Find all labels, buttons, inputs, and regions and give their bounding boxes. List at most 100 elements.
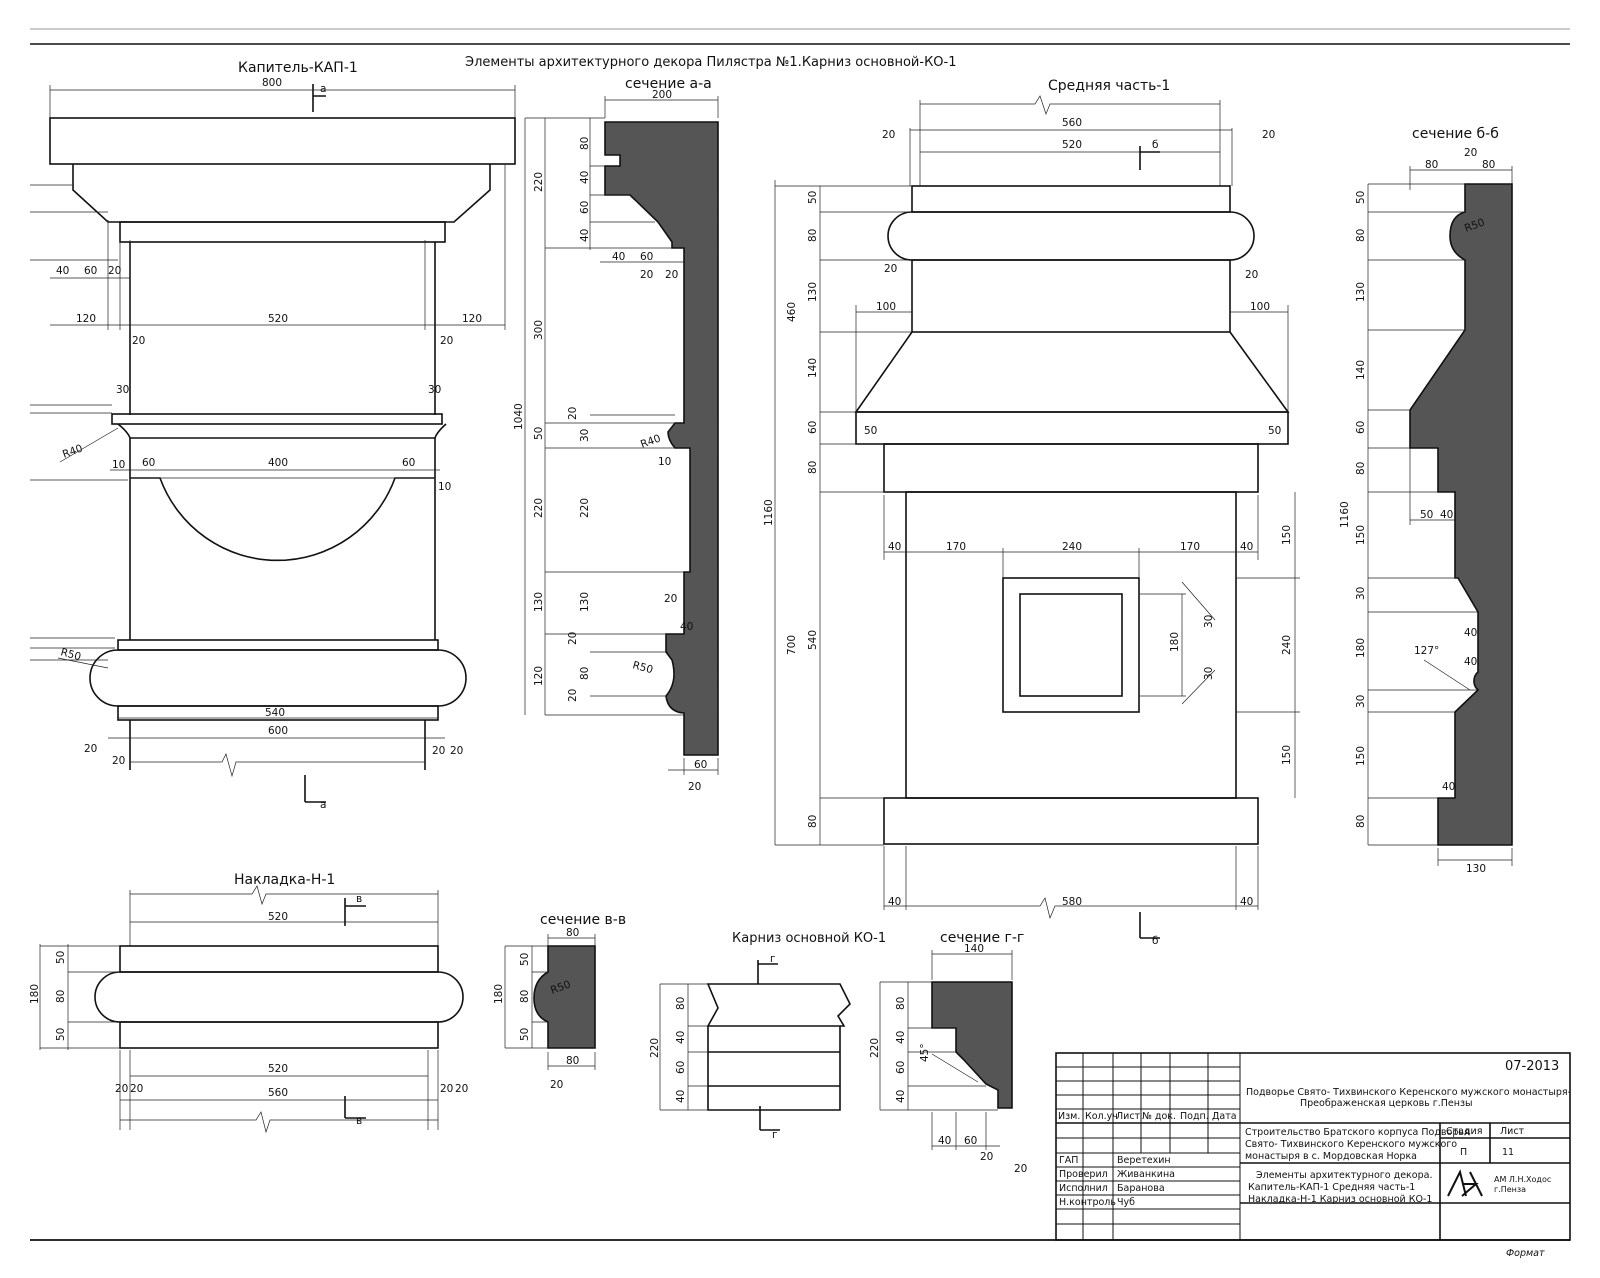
section-vv-dim-v80: 80 [519,990,531,1003]
middle-dim-560: 560 [1062,117,1082,129]
kapitel-dim-10l: 10 [112,459,125,471]
section-aa-dim-i20c: 20 [567,689,579,702]
nakladka-dim-v50a: 50 [55,951,67,964]
nakladka-title: Накладка-Н-1 [234,872,335,888]
kapitel-dim-20l: 20 [132,335,145,347]
section-aa-dim-o220b: 220 [533,498,545,518]
tb-name-2: Баранова [1117,1183,1165,1194]
view-nakladka: Накладка-Н-1 520 в 50 80 50 180 520 20 2… [29,872,468,1134]
org-logo-icon [1447,1169,1483,1197]
karniz-dim-v40a: 40 [675,1031,687,1044]
section-gg-dim-v40b: 40 [895,1090,907,1103]
section-aa-dim-b60: 60 [694,759,707,771]
section-gg-dim-v220: 220 [869,1038,881,1058]
kapitel-dim-r40: R40 [61,442,85,460]
middle-dim-h170r: 170 [1180,541,1200,553]
section-gg-dim-h60: 60 [964,1135,977,1147]
title-block: 07-2013 Подворье Свято- Тихвинского Кере… [1055,1052,1571,1259]
middle-dim-v460: 460 [786,302,798,322]
tb-name-3: Чуб [1117,1197,1135,1208]
kapitel-torus [89,649,467,707]
nakladka-dim-b20d: 20 [455,1083,468,1095]
middle-panel-inner [1019,593,1123,697]
middle-top-band [911,185,1231,213]
tb-hdr-izm: Изм. [1058,1111,1080,1122]
tb-hdr-list: Лист [1116,1111,1141,1122]
section-aa-dim-i30: 30 [579,429,591,442]
section-mark-b-bottom-label: б [1152,935,1158,947]
section-aa-dim-b20: 20 [688,781,701,793]
section-bb-dim-b130: 130 [1466,863,1486,875]
section-gg-dim-a45: 45° [919,1043,931,1062]
tb-sheet-hdr: Лист [1500,1126,1525,1137]
kapitel-dim-40: 40 [56,265,69,277]
kapitel-dim-b20a: 20 [84,743,97,755]
section-mark-a-top-label: а [320,83,326,95]
tb-role-2: Исполнил [1059,1183,1108,1194]
middle-dim-h40r: 40 [1240,541,1253,553]
tb-drawing-l2: Капитель-КАП-1 Средняя часть-1 [1248,1182,1415,1193]
middle-dim-r150a: 150 [1281,525,1293,545]
middle-dim-i30a: 30 [1203,615,1215,628]
kapitel-plinth [117,705,439,721]
karniz-title: Карниз основной КО-1 [732,931,886,946]
tb-object-l2: Свято- Тихвинского Керенского мужского [1245,1139,1457,1150]
section-aa-dim-v40a: 40 [579,171,591,184]
nakladka-dim-v180: 180 [29,984,41,1004]
section-mark-a-top [312,84,326,112]
tb-role-0: ГАП [1059,1155,1078,1166]
tb-code: 07-2013 [1505,1059,1559,1074]
section-gg-dim-h20a: 20 [980,1151,993,1163]
section-bb-dim-v150a: 150 [1355,525,1367,545]
middle-panel-outer [1002,577,1140,713]
nakladka-dim-v80: 80 [55,990,67,1003]
section-aa-dim-i220: 220 [579,498,591,518]
nakladka-dim-b20b: 20 [130,1083,143,1095]
nakladka-top-band [119,945,439,973]
section-aa-dim-o300: 300 [533,320,545,340]
tb-org-l2: г.Пенза [1494,1185,1526,1194]
section-bb-dim-h40a: 40 [1440,509,1453,521]
section-vv-dim-b80: 80 [566,1055,579,1067]
tb-name-1: Живанкина [1117,1169,1175,1180]
middle-dim-b40r: 40 [1240,896,1253,908]
nakladka-dim-t520: 520 [268,911,288,923]
kapitel-dim-20a: 20 [108,265,121,277]
section-mark-a-bottom-label: а [320,799,326,811]
section-gg-dim-t140: 140 [964,943,984,955]
kapitel-dim-30l: 30 [116,384,129,396]
middle-dim-v700: 700 [786,635,798,655]
section-bb-dim-a127: 127° [1414,645,1439,657]
section-aa-dim-i20a: 20 [567,407,579,420]
section-gg-dim-h20b: 20 [1014,1163,1027,1175]
middle-base-plinth [883,797,1259,845]
kapitel-dim-10r: 10 [438,481,451,493]
tb-role-1: Проверил [1059,1169,1108,1180]
tb-name-0: Веретехин [1117,1155,1171,1166]
kapitel-dim-b20d: 20 [450,745,463,757]
middle-dim-v60: 60 [807,421,819,434]
section-gg-dim-v60: 60 [895,1061,907,1074]
section-bb-dim-v80c: 80 [1355,815,1367,828]
karniz-dim-v40b: 40 [675,1090,687,1103]
section-mark-v-top-label: в [356,893,362,905]
section-bb-dim-v30a: 30 [1355,587,1367,600]
kapitel-dim-800: 800 [262,77,282,89]
section-gg-title: сечение г-г [940,930,1024,946]
middle-upper-block [883,443,1259,493]
tb-format-label: Формат [1506,1248,1545,1259]
middle-dim-i180: 180 [1169,632,1181,652]
middle-dim-t20l: 20 [882,129,895,141]
karniz-dim-v80: 80 [675,997,687,1010]
middle-torus [887,211,1255,261]
section-vv-dim-v50a: 50 [519,953,531,966]
drawing-title: Элементы архитектурного декора Пилястра … [465,55,957,70]
section-aa-dim-h20c: 20 [664,593,677,605]
middle-dim-s20r: 20 [1245,269,1258,281]
tb-hdr-data: Дата [1212,1111,1237,1122]
view-section-vv: сечение в-в 80 50 80 50 180 R50 80 20 [493,912,626,1091]
section-bb-dim-t20: 20 [1464,147,1477,159]
section-aa-dim-h40b: 40 [680,621,693,633]
section-aa-dim-v80: 80 [579,137,591,150]
middle-dim-b40l: 40 [888,896,901,908]
